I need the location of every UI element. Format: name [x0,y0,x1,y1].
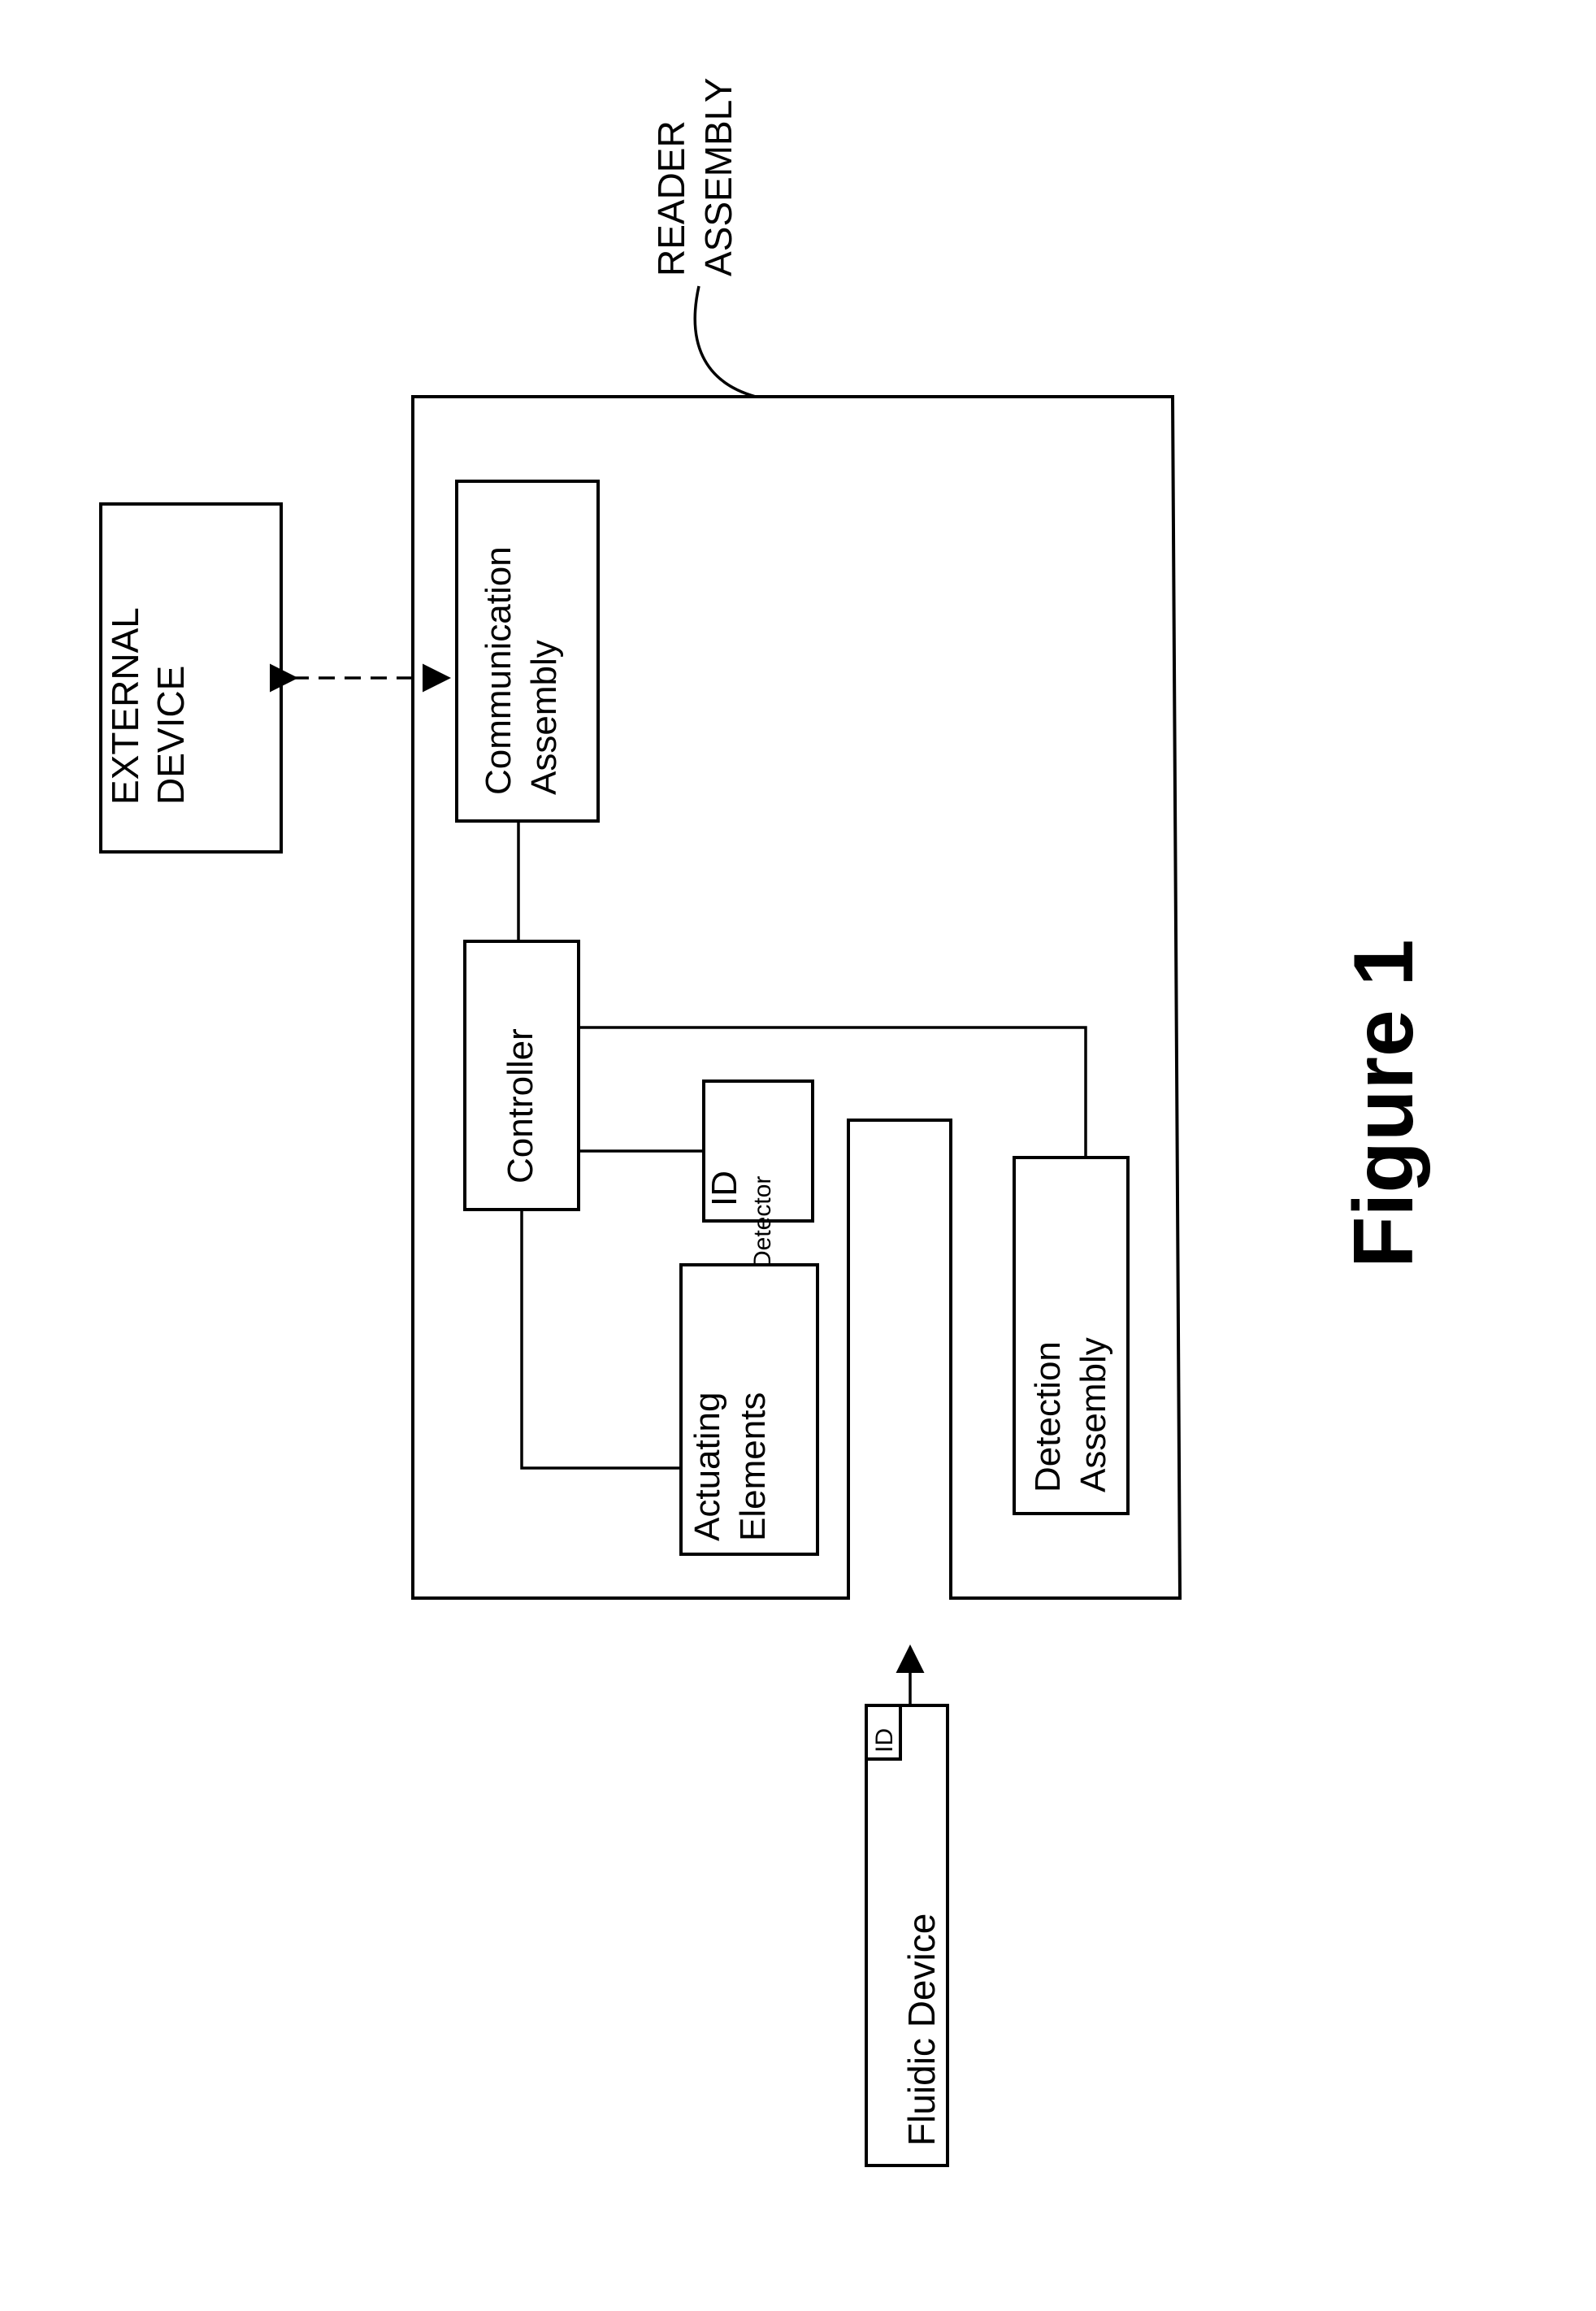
controller-to-actuating-wire [522,1210,681,1468]
reader-assembly-label: READER ASSEMBLY [650,77,739,276]
svg-text:READER ASSEMBLY: READER ASSEMBLY [650,77,739,276]
controller-to-detection-wire [579,1027,1086,1158]
reader-assembly-label-line1: READER [650,120,692,276]
external-device-label-line2: DEVICE [150,666,192,805]
id-detector-label: ID Detector [705,1167,776,1268]
actuating-elements-label: Actuating Elements [687,1382,773,1541]
fluidic-device-id-label: ID [871,1728,898,1753]
communication-assembly-label: Communication Assembly [479,536,564,795]
id-detector-label-line1: ID [705,1171,744,1206]
actuating-elements-label-line1: Actuating [687,1392,727,1541]
fluidic-device-label: Fluidic Device [900,1914,943,2146]
figure-caption: Figure 1 [1337,939,1431,1268]
communication-assembly-label-line2: Assembly [524,640,564,795]
detection-assembly-label: Detection Assembly [1028,1331,1113,1492]
external-device-label-line1: EXTERNAL [104,608,146,805]
reader-assembly-leader-line [695,286,756,397]
actuating-elements-label-line2: Elements [733,1392,773,1541]
id-detector-label-line2: Detector [749,1176,776,1268]
reader-assembly-label-line2: ASSEMBLY [697,77,739,276]
detection-assembly-label-line1: Detection [1028,1341,1068,1492]
controller-label: Controller [501,1028,540,1184]
detection-assembly-label-line2: Assembly [1073,1337,1113,1492]
external-device-label: EXTERNAL DEVICE [104,598,192,805]
communication-assembly-label-line1: Communication [479,546,518,795]
